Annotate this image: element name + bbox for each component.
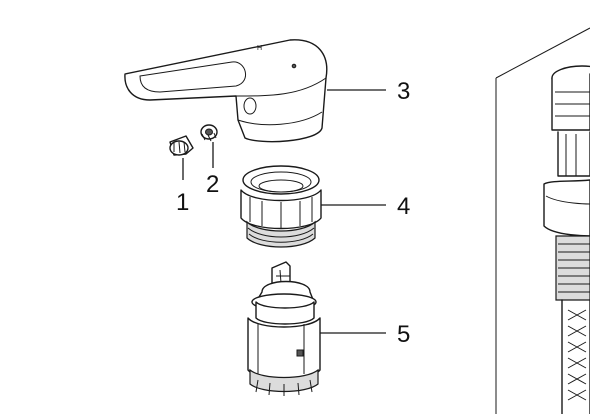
bonnet-nut <box>240 165 322 248</box>
callout-5: 5 <box>397 321 410 348</box>
installed-assembly <box>495 27 590 414</box>
callout-3: 3 <box>397 78 410 105</box>
callout-2: 2 <box>206 171 219 198</box>
lever-handle: H <box>124 39 328 143</box>
callout-4: 4 <box>397 193 410 220</box>
set-screw <box>200 124 218 142</box>
callout-1: 1 <box>176 189 189 216</box>
screw-cap <box>169 135 194 156</box>
handle-h-mark: H <box>257 45 262 52</box>
cartridge <box>247 261 321 396</box>
